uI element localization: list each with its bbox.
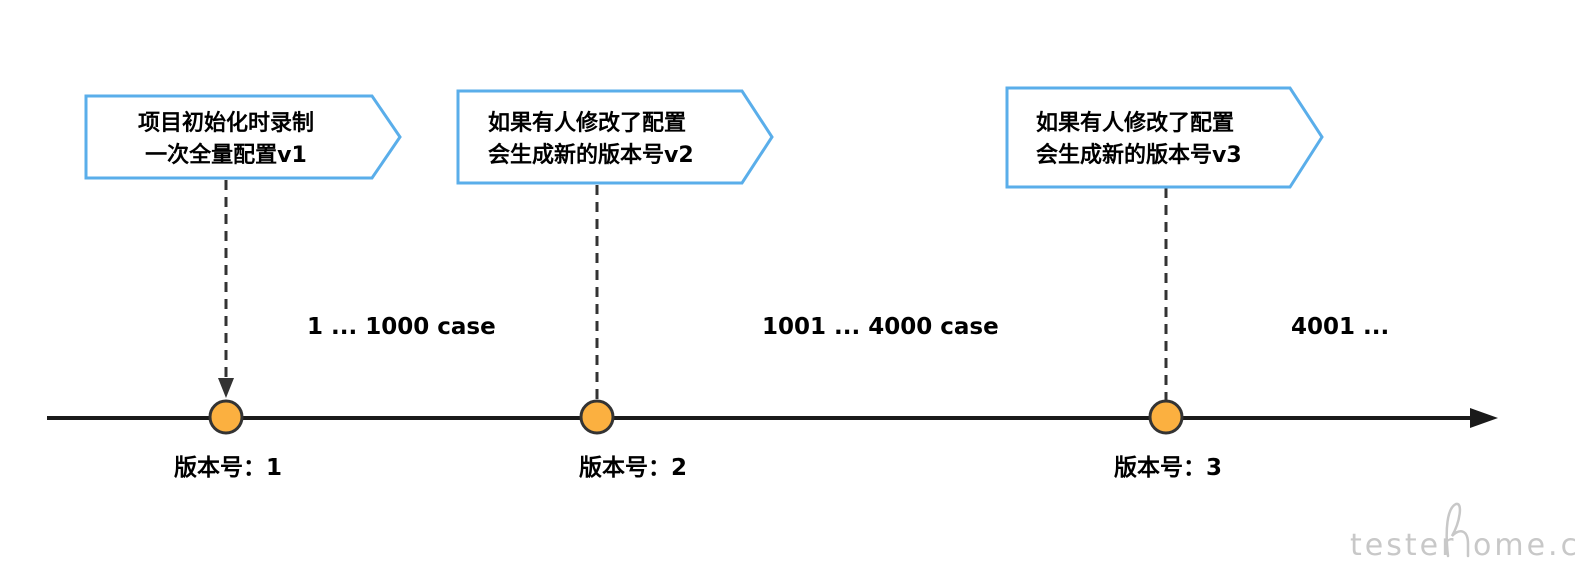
milestone-1-dot	[208, 399, 244, 435]
callout-2-line2: 会生成新的版本号v2	[488, 142, 694, 168]
milestones: 版本号：1 版本号：2 版本号：3	[174, 399, 1222, 481]
milestone-2-dot	[579, 399, 615, 435]
range-labels: 1 ... 1000 case 1001 ... 4000 case 4001 …	[307, 314, 1389, 340]
callout-3: 如果有人修改了配置 会生成新的版本号v3	[1005, 86, 1324, 189]
range-label-3: 4001 ...	[1291, 314, 1389, 340]
milestone-3-label: 版本号：3	[1114, 454, 1222, 481]
callout-2-line1: 如果有人修改了配置	[488, 110, 686, 136]
callout-3-line2: 会生成新的版本号v3	[1036, 142, 1242, 168]
callout-2-shape	[456, 89, 774, 185]
milestone-2-label: 版本号：2	[579, 454, 687, 481]
watermark-suffix: ome.com	[1473, 528, 1575, 563]
callout-1-shape	[84, 94, 402, 180]
callout-2: 如果有人修改了配置 会生成新的版本号v2	[456, 89, 774, 185]
range-label-2: 1001 ... 4000 case	[762, 314, 999, 340]
watermark: tester ome.com	[1350, 502, 1575, 563]
connector-1-arrowhead	[218, 378, 234, 398]
milestone-3-dot	[1148, 399, 1184, 435]
milestone-1-label: 版本号：1	[174, 454, 282, 481]
callout-1-line2: 一次全量配置v1	[145, 142, 307, 168]
timeline-arrowhead	[1470, 408, 1498, 428]
timeline	[47, 408, 1498, 428]
watermark-prefix: tester	[1350, 528, 1456, 563]
range-label-1: 1 ... 1000 case	[307, 314, 496, 340]
watermark-script-h	[1445, 502, 1470, 558]
callout-1-line1: 项目初始化时录制	[138, 110, 314, 136]
callout-3-line1: 如果有人修改了配置	[1036, 110, 1234, 136]
connectors	[218, 180, 1168, 400]
callout-3-shape	[1005, 86, 1324, 189]
callout-1: 项目初始化时录制 一次全量配置v1	[84, 94, 402, 180]
